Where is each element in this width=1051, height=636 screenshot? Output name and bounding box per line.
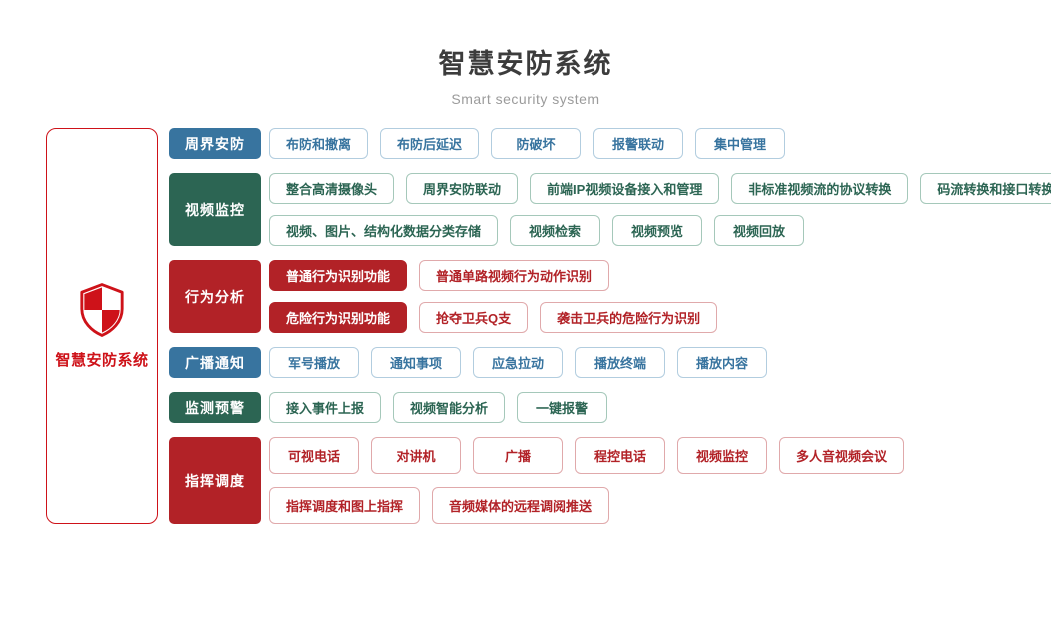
feature-line: 可视电话对讲机广播程控电话视频监控多人音视频会议: [269, 437, 905, 474]
group-lines: 布防和撤离布防后延迟防破坏报警联动集中管理: [269, 128, 786, 159]
feature-chip: 防破坏: [491, 128, 582, 159]
feature-line: 军号播放通知事项应急拉动播放终端播放内容: [269, 347, 767, 378]
group-lines: 军号播放通知事项应急拉动播放终端播放内容: [269, 347, 767, 378]
feature-chip: 整合高清摄像头: [269, 173, 395, 204]
category-label-behavior-analysis: 行为分析: [169, 260, 261, 333]
group-perimeter-security: 周界安防布防和撤离布防后延迟防破坏报警联动集中管理: [169, 128, 1051, 159]
category-label-broadcast-notice: 广播通知: [169, 347, 261, 378]
group-monitoring-warning: 监测预警接入事件上报视频智能分析一键报警: [169, 392, 1051, 423]
feature-line: 普通行为识别功能普通单路视频行为动作识别: [269, 260, 717, 291]
feature-chip: 普通单路视频行为动作识别: [419, 260, 610, 291]
feature-chip: 播放终端: [575, 347, 665, 378]
group-behavior-analysis: 行为分析普通行为识别功能普通单路视频行为动作识别危险行为识别功能抢夺卫兵Q支袭击…: [169, 260, 1051, 333]
feature-chip: 视频智能分析: [393, 392, 506, 423]
feature-chip: 对讲机: [371, 437, 461, 474]
feature-chip: 周界安防联动: [406, 173, 519, 204]
feature-chip: 危险行为识别功能: [269, 302, 408, 333]
category-label-command-dispatch: 指挥调度: [169, 437, 261, 524]
feature-chip: 一键报警: [517, 392, 608, 423]
feature-chip: 军号播放: [269, 347, 359, 378]
group-video-surveillance: 视频监控整合高清摄像头周界安防联动前端IP视频设备接入和管理非标准视频流的协议转…: [169, 173, 1051, 246]
group-lines: 可视电话对讲机广播程控电话视频监控多人音视频会议指挥调度和图上指挥音频媒体的远程…: [269, 437, 905, 524]
feature-chip: 播放内容: [677, 347, 767, 378]
feature-chip: 广播: [473, 437, 563, 474]
feature-chip: 接入事件上报: [269, 392, 382, 423]
feature-chip: 码流转换和接口转换: [920, 173, 1051, 204]
page-subtitle: Smart security system: [451, 91, 600, 107]
feature-chip: 可视电话: [269, 437, 359, 474]
category-label-video-surveillance: 视频监控: [169, 173, 261, 246]
feature-line: 整合高清摄像头周界安防联动前端IP视频设备接入和管理非标准视频流的协议转换码流转…: [269, 173, 1051, 204]
feature-chip: 视频检索: [510, 215, 601, 246]
feature-chip: 视频回放: [714, 215, 805, 246]
feature-chip: 视频监控: [677, 437, 767, 474]
feature-chip: 多人音视频会议: [779, 437, 905, 474]
page-title: 智慧安防系统: [438, 49, 613, 79]
feature-chip: 程控电话: [575, 437, 665, 474]
feature-chip: 音频媒体的远程调阅推送: [432, 487, 610, 524]
feature-chip: 非标准视频流的协议转换: [731, 173, 909, 204]
feature-chip: 应急拉动: [473, 347, 563, 378]
feature-chip: 前端IP视频设备接入和管理: [530, 173, 720, 204]
feature-line: 危险行为识别功能抢夺卫兵Q支袭击卫兵的危险行为识别: [269, 302, 718, 333]
system-root-panel: 智慧安防系统: [46, 128, 158, 524]
feature-chip: 布防和撤离: [269, 128, 369, 159]
system-root-label: 智慧安防系统: [55, 351, 149, 369]
feature-chip: 集中管理: [695, 128, 786, 159]
group-lines: 接入事件上报视频智能分析一键报警: [269, 392, 608, 423]
group-lines: 整合高清摄像头周界安防联动前端IP视频设备接入和管理非标准视频流的协议转换码流转…: [269, 173, 1051, 246]
feature-line: 指挥调度和图上指挥音频媒体的远程调阅推送: [269, 487, 904, 524]
feature-chip: 视频、图片、结构化数据分类存储: [269, 215, 499, 246]
feature-chip: 布防后延迟: [380, 128, 480, 159]
group-lines: 普通行为识别功能普通单路视频行为动作识别危险行为识别功能抢夺卫兵Q支袭击卫兵的危…: [269, 260, 718, 333]
feature-chip: 抢夺卫兵Q支: [419, 302, 529, 333]
diagram-body: 智慧安防系统 周界安防布防和撤离布防后延迟防破坏报警联动集中管理视频监控整合高清…: [46, 128, 1051, 524]
page-header: 智慧安防系统 Smart security system: [0, 0, 1051, 107]
feature-line: 接入事件上报视频智能分析一键报警: [269, 392, 608, 423]
feature-chip: 通知事项: [371, 347, 461, 378]
group-broadcast-notice: 广播通知军号播放通知事项应急拉动播放终端播放内容: [169, 347, 1051, 378]
category-label-monitoring-warning: 监测预警: [169, 392, 261, 423]
feature-chip: 袭击卫兵的危险行为识别: [540, 302, 718, 333]
feature-line: 视频、图片、结构化数据分类存储视频检索视频预览视频回放: [269, 215, 1051, 246]
group-command-dispatch: 指挥调度可视电话对讲机广播程控电话视频监控多人音视频会议指挥调度和图上指挥音频媒…: [169, 437, 1051, 524]
feature-line: 布防和撤离布防后延迟防破坏报警联动集中管理: [269, 128, 786, 159]
feature-chip: 报警联动: [593, 128, 684, 159]
feature-groups: 周界安防布防和撤离布防后延迟防破坏报警联动集中管理视频监控整合高清摄像头周界安防…: [169, 128, 1051, 524]
feature-chip: 指挥调度和图上指挥: [269, 487, 421, 524]
feature-chip: 普通行为识别功能: [269, 260, 408, 291]
shield-icon: [80, 282, 124, 337]
category-label-perimeter-security: 周界安防: [169, 128, 261, 159]
feature-chip: 视频预览: [612, 215, 703, 246]
